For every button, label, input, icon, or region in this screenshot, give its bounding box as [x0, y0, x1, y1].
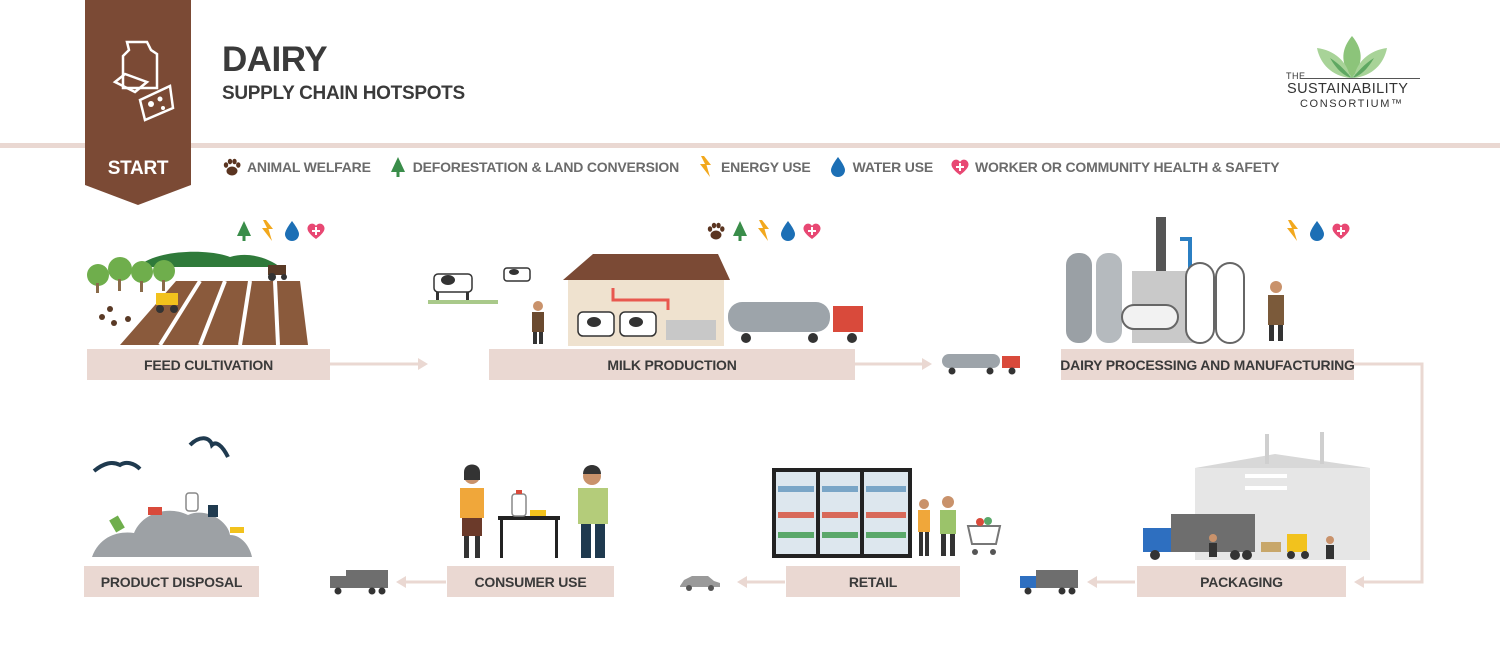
tanker-truck-icon — [942, 354, 1020, 375]
legend-label: WATER USE — [852, 159, 934, 175]
farmer-icon — [532, 301, 544, 344]
bird-icon — [188, 436, 230, 458]
stage-product-disposal: PRODUCT DISPOSAL — [84, 566, 259, 597]
legend-label: ENERGY USE — [721, 159, 811, 175]
legend-item-deforestation: DEFORESTATION & LAND CONVERSION — [388, 156, 679, 178]
logo-the: THE — [1286, 71, 1306, 81]
tractor-icon — [268, 265, 287, 281]
stage-label: DAIRY PROCESSING AND MANUFACTURING — [1060, 356, 1355, 373]
cow-icon — [577, 311, 615, 337]
landfill-illustration — [92, 436, 252, 557]
stage-label: PACKAGING — [1200, 573, 1283, 590]
feed-field-illustration — [87, 251, 308, 347]
legend-item-animal-welfare: ANIMAL WELFARE — [222, 156, 371, 178]
consumer-woman-icon — [460, 464, 484, 558]
stage-dairy-processing: DAIRY PROCESSING AND MANUFACTURING — [1060, 349, 1355, 380]
stage-packaging: PACKAGING — [1137, 566, 1346, 597]
retail-store-illustration — [772, 468, 1002, 558]
worker-icon — [1209, 534, 1217, 557]
delivery-truck-icon — [1020, 570, 1078, 595]
forklift-icon — [1287, 534, 1309, 559]
stage-label: CONSUMER USE — [474, 573, 587, 590]
page-subtitle: SUPPLY CHAIN HOTSPOTS — [222, 83, 465, 104]
stage-label: FEED CULTIVATION — [143, 356, 273, 373]
shopping-cart-icon — [966, 517, 1002, 555]
shopper-icon — [918, 499, 930, 556]
cow-icon — [503, 267, 531, 282]
worker-icon — [1326, 536, 1334, 559]
stage-label: RETAIL — [848, 573, 898, 590]
legend-item-health-safety: WORKER OR COMMUNITY HEALTH & SAFETY — [950, 156, 1280, 178]
legend-label: WORKER OR COMMUNITY HEALTH & SAFETY — [974, 159, 1280, 175]
hotspot-legend: ANIMAL WELFARE DEFORESTATION & LAND CONV… — [222, 154, 1296, 180]
dairy-farm-illustration — [428, 254, 863, 346]
milk-jug-icon — [511, 490, 527, 517]
legend-label: ANIMAL WELFARE — [247, 159, 371, 175]
cow-icon — [619, 311, 657, 337]
legend-item-water-use: WATER USE — [828, 156, 933, 178]
dairy-products-icon — [112, 40, 175, 122]
shopper-icon — [940, 496, 956, 556]
stage-label: MILK PRODUCTION — [607, 356, 737, 373]
consumer-man-icon — [578, 465, 608, 558]
start-tab — [85, 0, 191, 205]
milk-tanker-truck-icon — [728, 302, 863, 343]
cow-icon — [433, 273, 473, 301]
tractor-icon — [156, 293, 178, 313]
stage-consumer-use: CONSUMER USE — [447, 566, 614, 597]
header-divider — [0, 143, 1500, 148]
packaging-warehouse-illustration — [1143, 432, 1370, 560]
start-label: START — [107, 158, 169, 179]
stage-label: PRODUCT DISPOSAL — [100, 573, 243, 590]
worker-icon — [1268, 281, 1284, 341]
legend-item-energy-use: ENERGY USE — [696, 156, 811, 178]
stage-feed-cultivation: FEED CULTIVATION — [87, 349, 330, 380]
legend-label: DEFORESTATION & LAND CONVERSION — [412, 159, 680, 175]
delivery-truck-icon — [330, 570, 388, 595]
consumer-illustration — [460, 464, 608, 558]
bird-icon — [92, 460, 142, 473]
sustainability-consortium-logo-icon — [1317, 36, 1387, 78]
processing-plant-illustration — [1066, 217, 1284, 344]
page-title: DAIRY — [222, 40, 328, 79]
stage-milk-production: MILK PRODUCTION — [489, 349, 855, 380]
stage-retail: RETAIL — [786, 566, 960, 597]
logo-name: SUSTAINABILITY — [1287, 81, 1409, 97]
logo-rule — [1300, 78, 1420, 79]
car-icon — [680, 576, 720, 591]
logo-consortium: CONSORTIUM™ — [1300, 98, 1404, 110]
